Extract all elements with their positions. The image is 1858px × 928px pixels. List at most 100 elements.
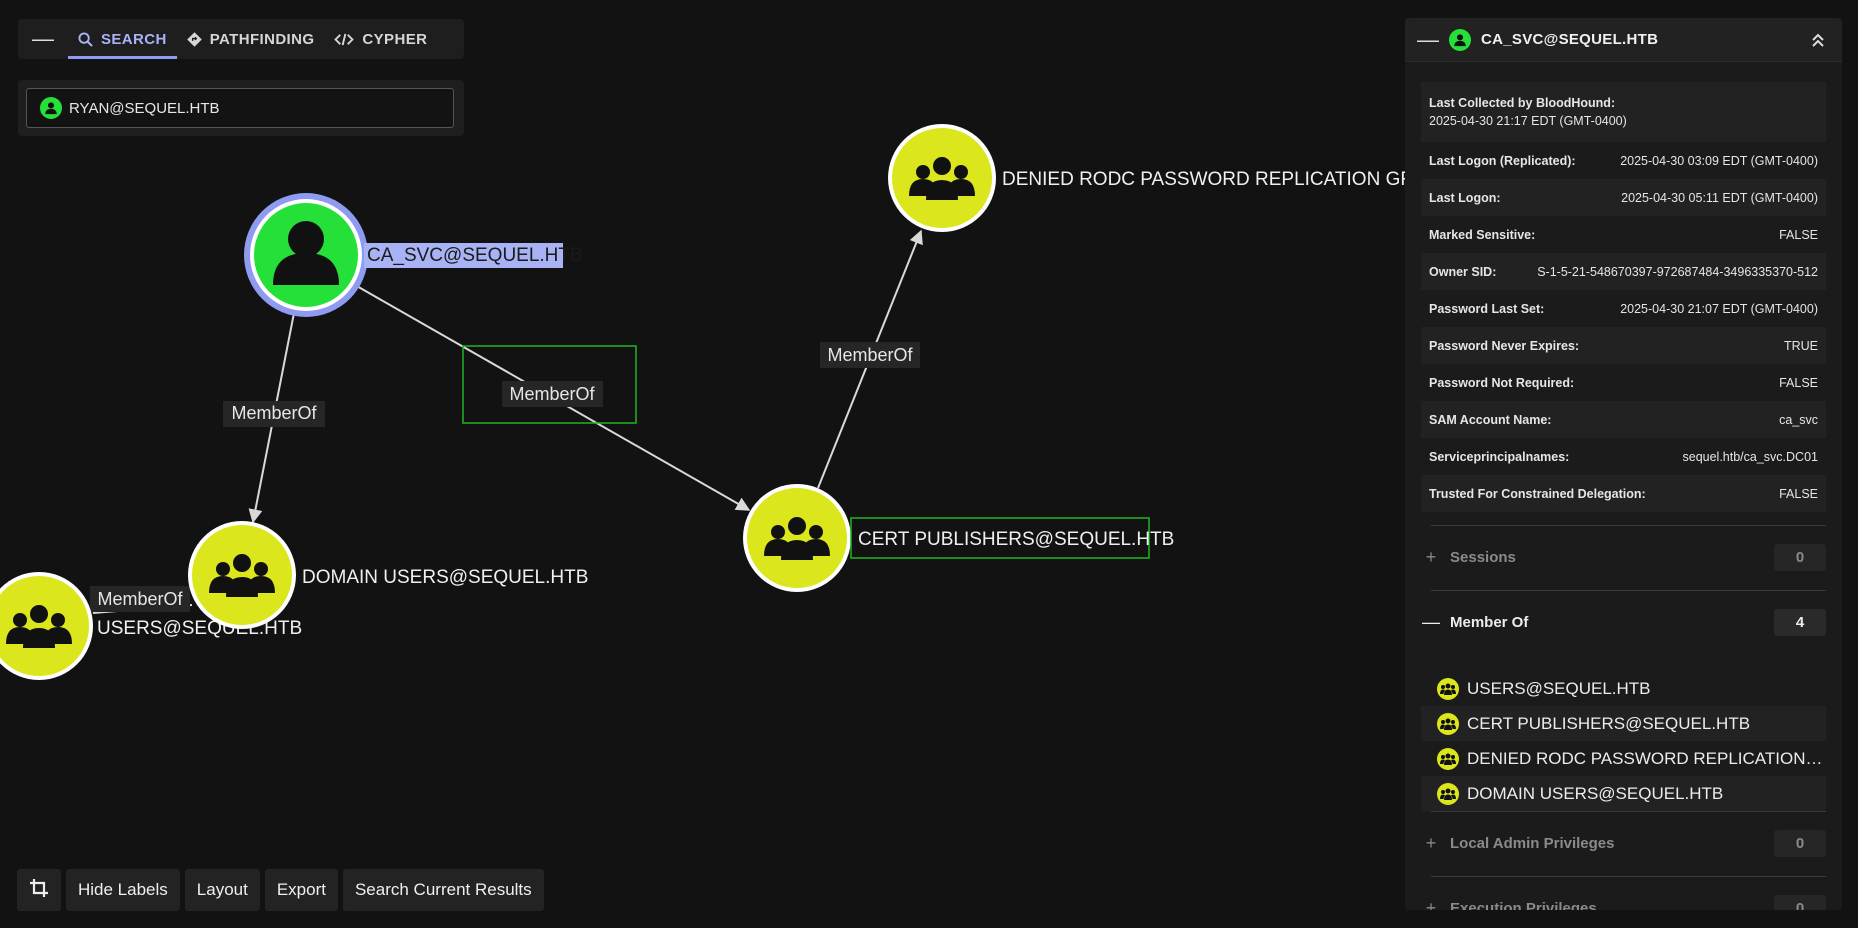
- list-item[interactable]: USERS@SEQUEL.HTB: [1421, 671, 1826, 706]
- hide-labels-button[interactable]: Hide Labels: [66, 869, 180, 911]
- group-icon: [1437, 712, 1459, 735]
- section-execution-privileges[interactable]: + Execution Privileges 0: [1421, 893, 1826, 910]
- section-label: Sessions: [1450, 548, 1516, 566]
- prop-value: 2025-04-30 03:09 EDT (GMT-0400): [1620, 153, 1818, 168]
- prop-value: FALSE: [1779, 375, 1818, 390]
- tab-pathfinding[interactable]: PATHFINDING: [177, 19, 325, 59]
- search-current-results-button[interactable]: Search Current Results: [342, 869, 544, 911]
- user-icon: [273, 221, 339, 285]
- prop-row: SAM Account Name: ca_svc: [1421, 401, 1826, 438]
- section-sessions[interactable]: + Sessions 0: [1421, 542, 1826, 572]
- prop-label: Last Collected by BloodHound:: [1429, 96, 1616, 110]
- edge-label: MemberOf: [827, 345, 913, 365]
- prop-value: S-1-5-21-548670397-972687484-3496335370-…: [1537, 264, 1818, 279]
- prop-value: 2025-04-30 21:07 EDT (GMT-0400): [1620, 301, 1818, 316]
- node-label-selection-box: [850, 517, 1150, 559]
- list-item[interactable]: DOMAIN USERS@SEQUEL.HTB: [1421, 776, 1826, 811]
- search-input[interactable]: RYAN@SEQUEL.HTB: [26, 88, 454, 128]
- user-icon: [1449, 28, 1471, 51]
- member-of-list: USERS@SEQUEL.HTB CERT PUBLISHERS@SEQUEL.…: [1421, 671, 1826, 811]
- chevron-double-up-icon[interactable]: [1802, 32, 1834, 48]
- prop-value: 2025-04-30 05:11 EDT (GMT-0400): [1621, 190, 1818, 205]
- prop-row: Password Last Set: 2025-04-30 21:07 EDT (…: [1421, 290, 1826, 327]
- prop-label: Password Never Expires:: [1429, 338, 1580, 353]
- search-panel: RYAN@SEQUEL.HTB: [18, 80, 464, 136]
- node-users[interactable]: [0, 572, 93, 680]
- panel-header: — CA_SVC@SEQUEL.HTB: [1405, 18, 1842, 62]
- prop-label: Last Logon:: [1429, 190, 1501, 205]
- section-count: 0: [1774, 829, 1826, 857]
- export-button[interactable]: Export: [264, 869, 338, 911]
- prop-label: Last Logon (Replicated):: [1429, 153, 1576, 168]
- edge-selection-box: [462, 345, 637, 424]
- list-item-label: USERS@SEQUEL.HTB: [1467, 678, 1651, 698]
- prop-label: Trusted For Constrained Delegation:: [1429, 486, 1646, 501]
- diamond-arrow-icon: [186, 31, 202, 47]
- collapse-search-button[interactable]: —: [32, 26, 54, 51]
- prop-row: Password Never Expires:TRUE: [1421, 327, 1826, 364]
- node-label-users: USERS@SEQUEL.HTB: [97, 618, 302, 639]
- prop-label: Password Last Set:: [1429, 301, 1545, 316]
- prop-row: Trusted For Constrained Delegation: FALSE: [1421, 475, 1826, 512]
- search-icon: [78, 31, 93, 47]
- search-value: RYAN@SEQUEL.HTB: [69, 99, 220, 117]
- section-label: Execution Privileges: [1450, 899, 1597, 911]
- node-denied-rodc[interactable]: [888, 124, 996, 232]
- node-ca-svc[interactable]: [244, 193, 368, 317]
- prop-label: Owner SID:: [1429, 264, 1497, 279]
- prop-value: 2025-04-30 21:17 EDT (GMT-0400): [1429, 114, 1627, 128]
- expand-icon: +: [1425, 832, 1437, 853]
- section-count: 4: [1774, 608, 1826, 636]
- node-domain-users[interactable]: [188, 521, 296, 629]
- prop-row: Owner SID: S-1-5-21-548670397-972687484-3…: [1421, 253, 1826, 290]
- panel-title: CA_SVC@SEQUEL.HTB: [1481, 31, 1659, 48]
- prop-value: ca_svc: [1779, 412, 1818, 427]
- node-label-cert-publishers: CERT PUBLISHERS@SEQUEL.HTB: [858, 529, 1174, 550]
- edge-label: MemberOf: [509, 384, 595, 404]
- expand-icon: +: [1425, 897, 1437, 911]
- prop-value: FALSE: [1779, 227, 1818, 242]
- section-member-of[interactable]: — Member Of 4: [1421, 607, 1826, 637]
- prop-label: SAM Account Name:: [1429, 412, 1552, 427]
- node-label-denied-rodc: DENIED RODC PASSWORD REPLICATION GROUP@: [1002, 169, 1475, 190]
- tab-cypher[interactable]: CYPHER: [324, 19, 437, 59]
- section-label: Member Of: [1450, 613, 1529, 631]
- section-local-admin-privileges[interactable]: + Local Admin Privileges 0: [1421, 828, 1826, 858]
- prop-row: Last Logon: 2025-04-30 05:11 EDT (GMT-040…: [1421, 179, 1826, 216]
- layout-button[interactable]: Layout: [184, 869, 260, 911]
- node-label-ca-svc: CA_SVC@SEQUEL.HTB: [367, 245, 583, 266]
- divider: [1431, 811, 1826, 812]
- collapse-icon: —: [1422, 611, 1440, 632]
- entity-info-panel[interactable]: — CA_SVC@SEQUEL.HTB Last Collected by Bl…: [1405, 18, 1842, 910]
- code-icon: [334, 32, 355, 47]
- tab-search[interactable]: SEARCH: [68, 19, 177, 59]
- prop-row: Serviceprincipalnames:sequel.htb/ca_svc.…: [1421, 438, 1826, 475]
- group-icon: [1437, 677, 1459, 700]
- list-item[interactable]: DENIED RODC PASSWORD REPLICATION G...: [1421, 741, 1826, 776]
- tab-label: SEARCH: [101, 30, 167, 48]
- prop-label: Password Not Required:: [1429, 375, 1575, 390]
- prop-last-collected: Last Collected by BloodHound: 2025-04-30…: [1421, 82, 1826, 142]
- collapse-panel-button[interactable]: —: [1417, 26, 1439, 52]
- tab-label: PATHFINDING: [209, 30, 315, 48]
- prop-row: Password Not Required: FALSE: [1421, 364, 1826, 401]
- node-cert-publishers[interactable]: [743, 484, 851, 592]
- list-item-label: DENIED RODC PASSWORD REPLICATION G...: [1467, 748, 1826, 768]
- edge-ca-svc-domain-users[interactable]: MemberOf: [223, 312, 325, 524]
- prop-value: FALSE: [1779, 486, 1818, 501]
- tab-label: CYPHER: [362, 30, 428, 48]
- edge-domain-users-users[interactable]: MemberOf: [90, 586, 193, 614]
- edge-label: MemberOf: [97, 589, 183, 609]
- prop-label: Serviceprincipalnames:: [1429, 449, 1570, 464]
- list-item-label: CERT PUBLISHERS@SEQUEL.HTB: [1467, 713, 1751, 733]
- node-label-domain-users: DOMAIN USERS@SEQUEL.HTB: [302, 567, 588, 588]
- list-item[interactable]: CERT PUBLISHERS@SEQUEL.HTB: [1421, 706, 1826, 741]
- user-icon: [40, 97, 62, 119]
- edge-ca-svc-cert-publishers[interactable]: MemberOf: [354, 284, 751, 511]
- group-icon: [1437, 782, 1459, 805]
- list-item-label: DOMAIN USERS@SEQUEL.HTB: [1467, 783, 1724, 803]
- crop-button[interactable]: [17, 869, 61, 911]
- edge-cert-publishers-denied-rodc[interactable]: MemberOf: [817, 229, 923, 489]
- prop-row: Marked Sensitive:FALSE: [1421, 216, 1826, 253]
